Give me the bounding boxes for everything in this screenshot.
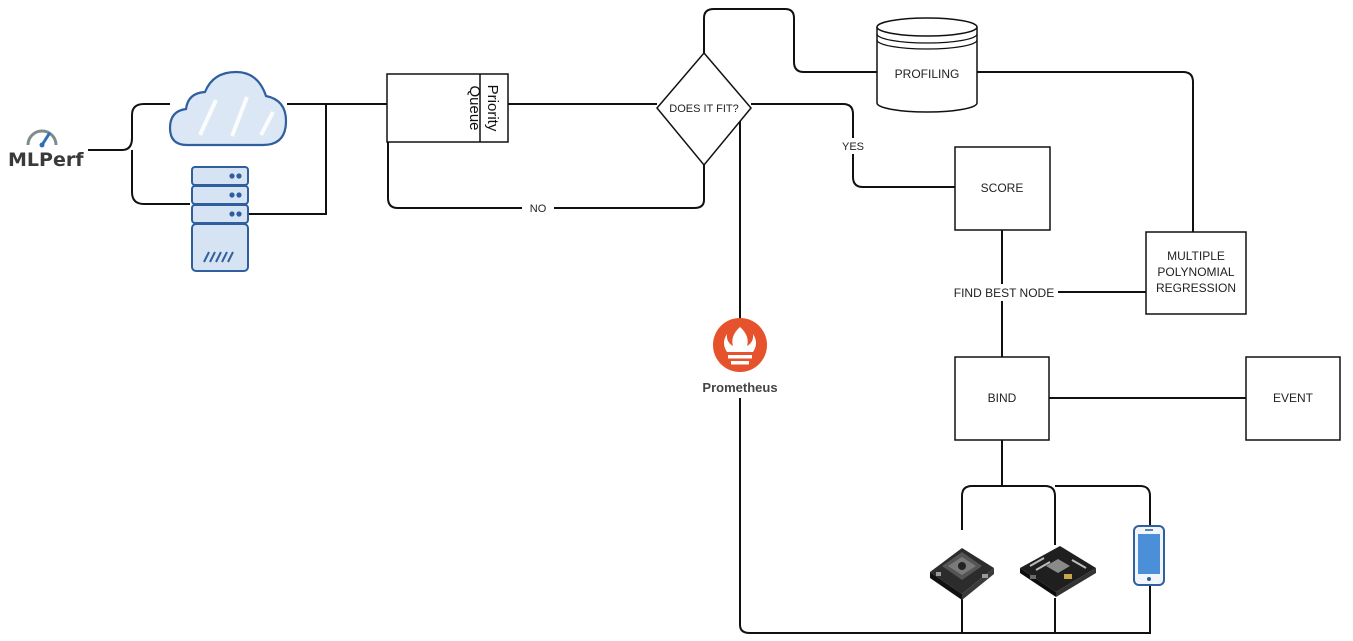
score-box: SCORE bbox=[955, 147, 1050, 230]
prometheus-logo: Prometheus bbox=[702, 318, 777, 395]
motherboard-icon bbox=[1020, 546, 1096, 597]
connector-decision-profiling bbox=[704, 9, 877, 72]
decision-label: DOES IT FIT? bbox=[669, 103, 738, 115]
prometheus-label: Prometheus bbox=[702, 380, 777, 395]
mlperf-label: MLPerf bbox=[8, 149, 84, 171]
bind-box: BIND bbox=[955, 357, 1049, 440]
connector-bind-devices bbox=[962, 440, 1150, 545]
mlperf-logo: MLPerf bbox=[8, 131, 84, 171]
priority-queue: Priority Queue bbox=[387, 74, 508, 142]
regression-label-line1: MULTIPLE bbox=[1167, 249, 1225, 263]
regression-label-line2: POLYNOMIAL bbox=[1157, 265, 1234, 279]
score-label: SCORE bbox=[981, 181, 1024, 195]
no-edge-label: NO bbox=[530, 203, 547, 215]
jetson-board-icon bbox=[930, 548, 994, 600]
event-box: EVENT bbox=[1246, 357, 1340, 440]
event-label: EVENT bbox=[1273, 391, 1314, 405]
server-icon bbox=[192, 167, 248, 271]
regression-box: MULTIPLE POLYNOMIAL REGRESSION bbox=[1146, 232, 1246, 314]
find-best-node-label: FIND BEST NODE bbox=[954, 286, 1054, 300]
decision-diamond: DOES IT FIT? bbox=[657, 53, 751, 165]
priority-queue-label-line1: Priority bbox=[484, 85, 501, 132]
connector-prometheus-loop bbox=[740, 120, 1150, 633]
yes-edge-label: YES bbox=[842, 141, 864, 153]
prometheus-icon bbox=[713, 318, 767, 372]
profiling-database: PROFILING bbox=[877, 18, 977, 112]
regression-label-line3: REGRESSION bbox=[1156, 281, 1236, 295]
priority-queue-label-line2: Queue bbox=[466, 85, 483, 130]
cloud-icon bbox=[170, 72, 286, 145]
profiling-label: PROFILING bbox=[895, 67, 960, 81]
bind-label: BIND bbox=[988, 391, 1017, 405]
smartphone-icon bbox=[1134, 526, 1164, 585]
connector-no-loop bbox=[388, 142, 704, 208]
gauge-icon bbox=[28, 131, 56, 148]
